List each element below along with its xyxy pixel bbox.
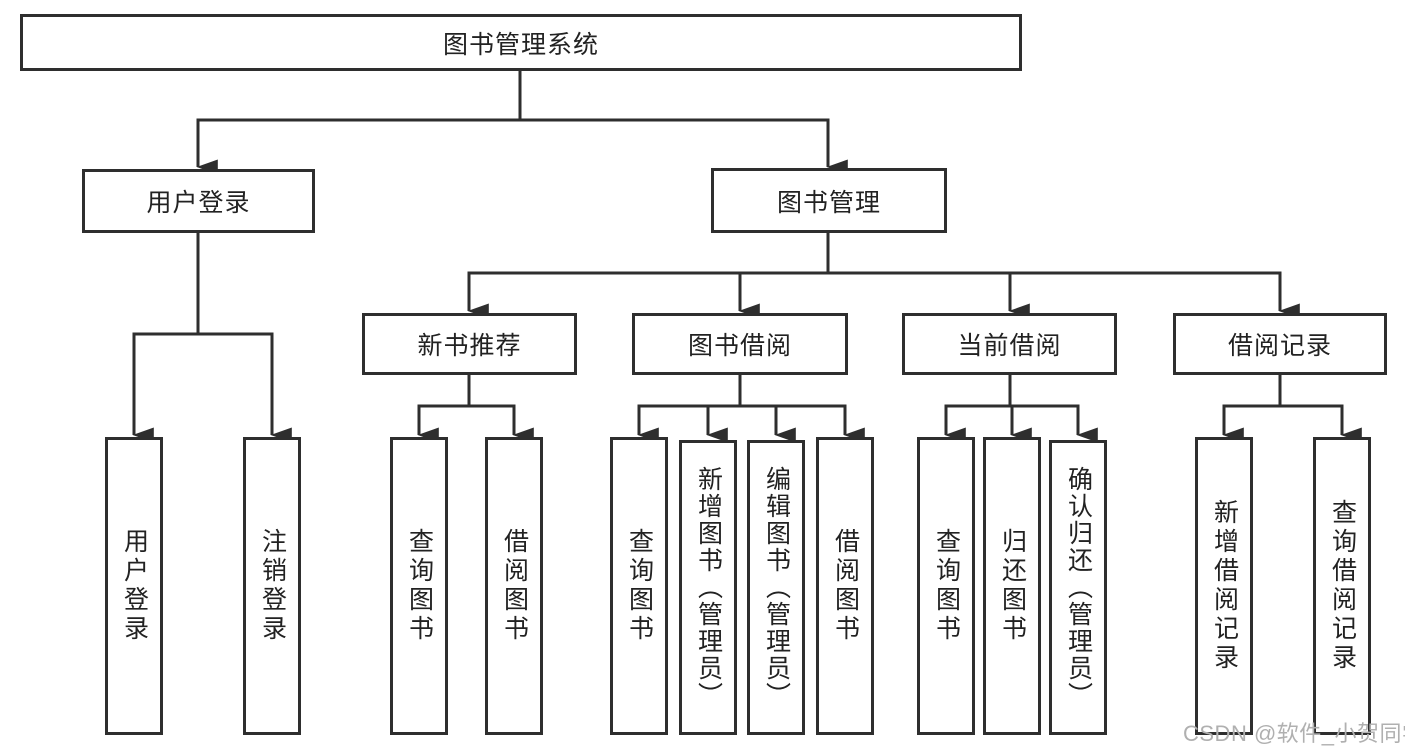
leaf-label: 查询图书 [932, 528, 961, 644]
leaf-label: 借阅图书 [500, 528, 529, 644]
leaf-records-query-record: 查询借阅记录 [1313, 437, 1371, 735]
node-new-book-recommend: 新书推荐 [362, 313, 577, 375]
node-current-borrowing: 当前借阅 [902, 313, 1117, 375]
leaf-label: 借阅图书 [831, 528, 860, 644]
watermark: CSDN @软件_小贺同学 [1183, 721, 1405, 746]
leaf-borrow-borrow-books: 借阅图书 [816, 437, 874, 735]
leaf-current-return-books: 归还图书 [983, 437, 1041, 735]
leaf-borrow-add-books-admin: 新增图书（管理员） [679, 440, 737, 735]
node-label: 新书推荐 [417, 332, 522, 360]
leaf-label: 注销登录 [258, 528, 287, 644]
leaf-label: 新增图书（管理员） [694, 466, 723, 709]
leaf-current-confirm-return-admin: 确认归还（管理员） [1049, 440, 1107, 735]
leaf-borrow-query-books: 查询图书 [610, 437, 668, 735]
leaf-recommend-borrow-books: 借阅图书 [485, 437, 543, 735]
leaf-label: 用户登录 [120, 528, 149, 644]
node-book-management: 图书管理 [711, 168, 947, 233]
leaf-records-add-record: 新增借阅记录 [1195, 437, 1253, 735]
leaf-label: 查询图书 [405, 528, 434, 644]
leaf-current-query-books: 查询图书 [917, 437, 975, 735]
node-label: 用户登录 [146, 189, 251, 217]
node-label: 当前借阅 [957, 332, 1062, 360]
leaf-label: 新增借阅记录 [1210, 499, 1239, 673]
leaf-label: 编辑图书（管理员） [762, 466, 791, 709]
node-borrowing-records: 借阅记录 [1173, 313, 1387, 375]
leaf-label: 查询图书 [625, 528, 654, 644]
node-label: 图书管理 [776, 188, 881, 217]
leaf-label: 确认归还（管理员） [1064, 466, 1093, 709]
leaf-label: 归还图书 [998, 528, 1027, 644]
node-label: 借阅记录 [1227, 332, 1332, 360]
leaf-recommend-query-books: 查询图书 [390, 437, 448, 735]
node-book-borrowing: 图书借阅 [632, 313, 848, 375]
leaf-label: 查询借阅记录 [1328, 499, 1357, 673]
node-label: 图书管理系统 [442, 30, 599, 59]
leaf-borrow-edit-books-admin: 编辑图书（管理员） [747, 440, 805, 735]
node-label: 图书借阅 [687, 332, 792, 360]
node-user-login-branch: 用户登录 [82, 169, 315, 233]
leaf-user-login: 用户登录 [105, 437, 163, 735]
node-library-management-system: 图书管理系统 [20, 14, 1022, 71]
leaf-logout: 注销登录 [243, 437, 301, 735]
